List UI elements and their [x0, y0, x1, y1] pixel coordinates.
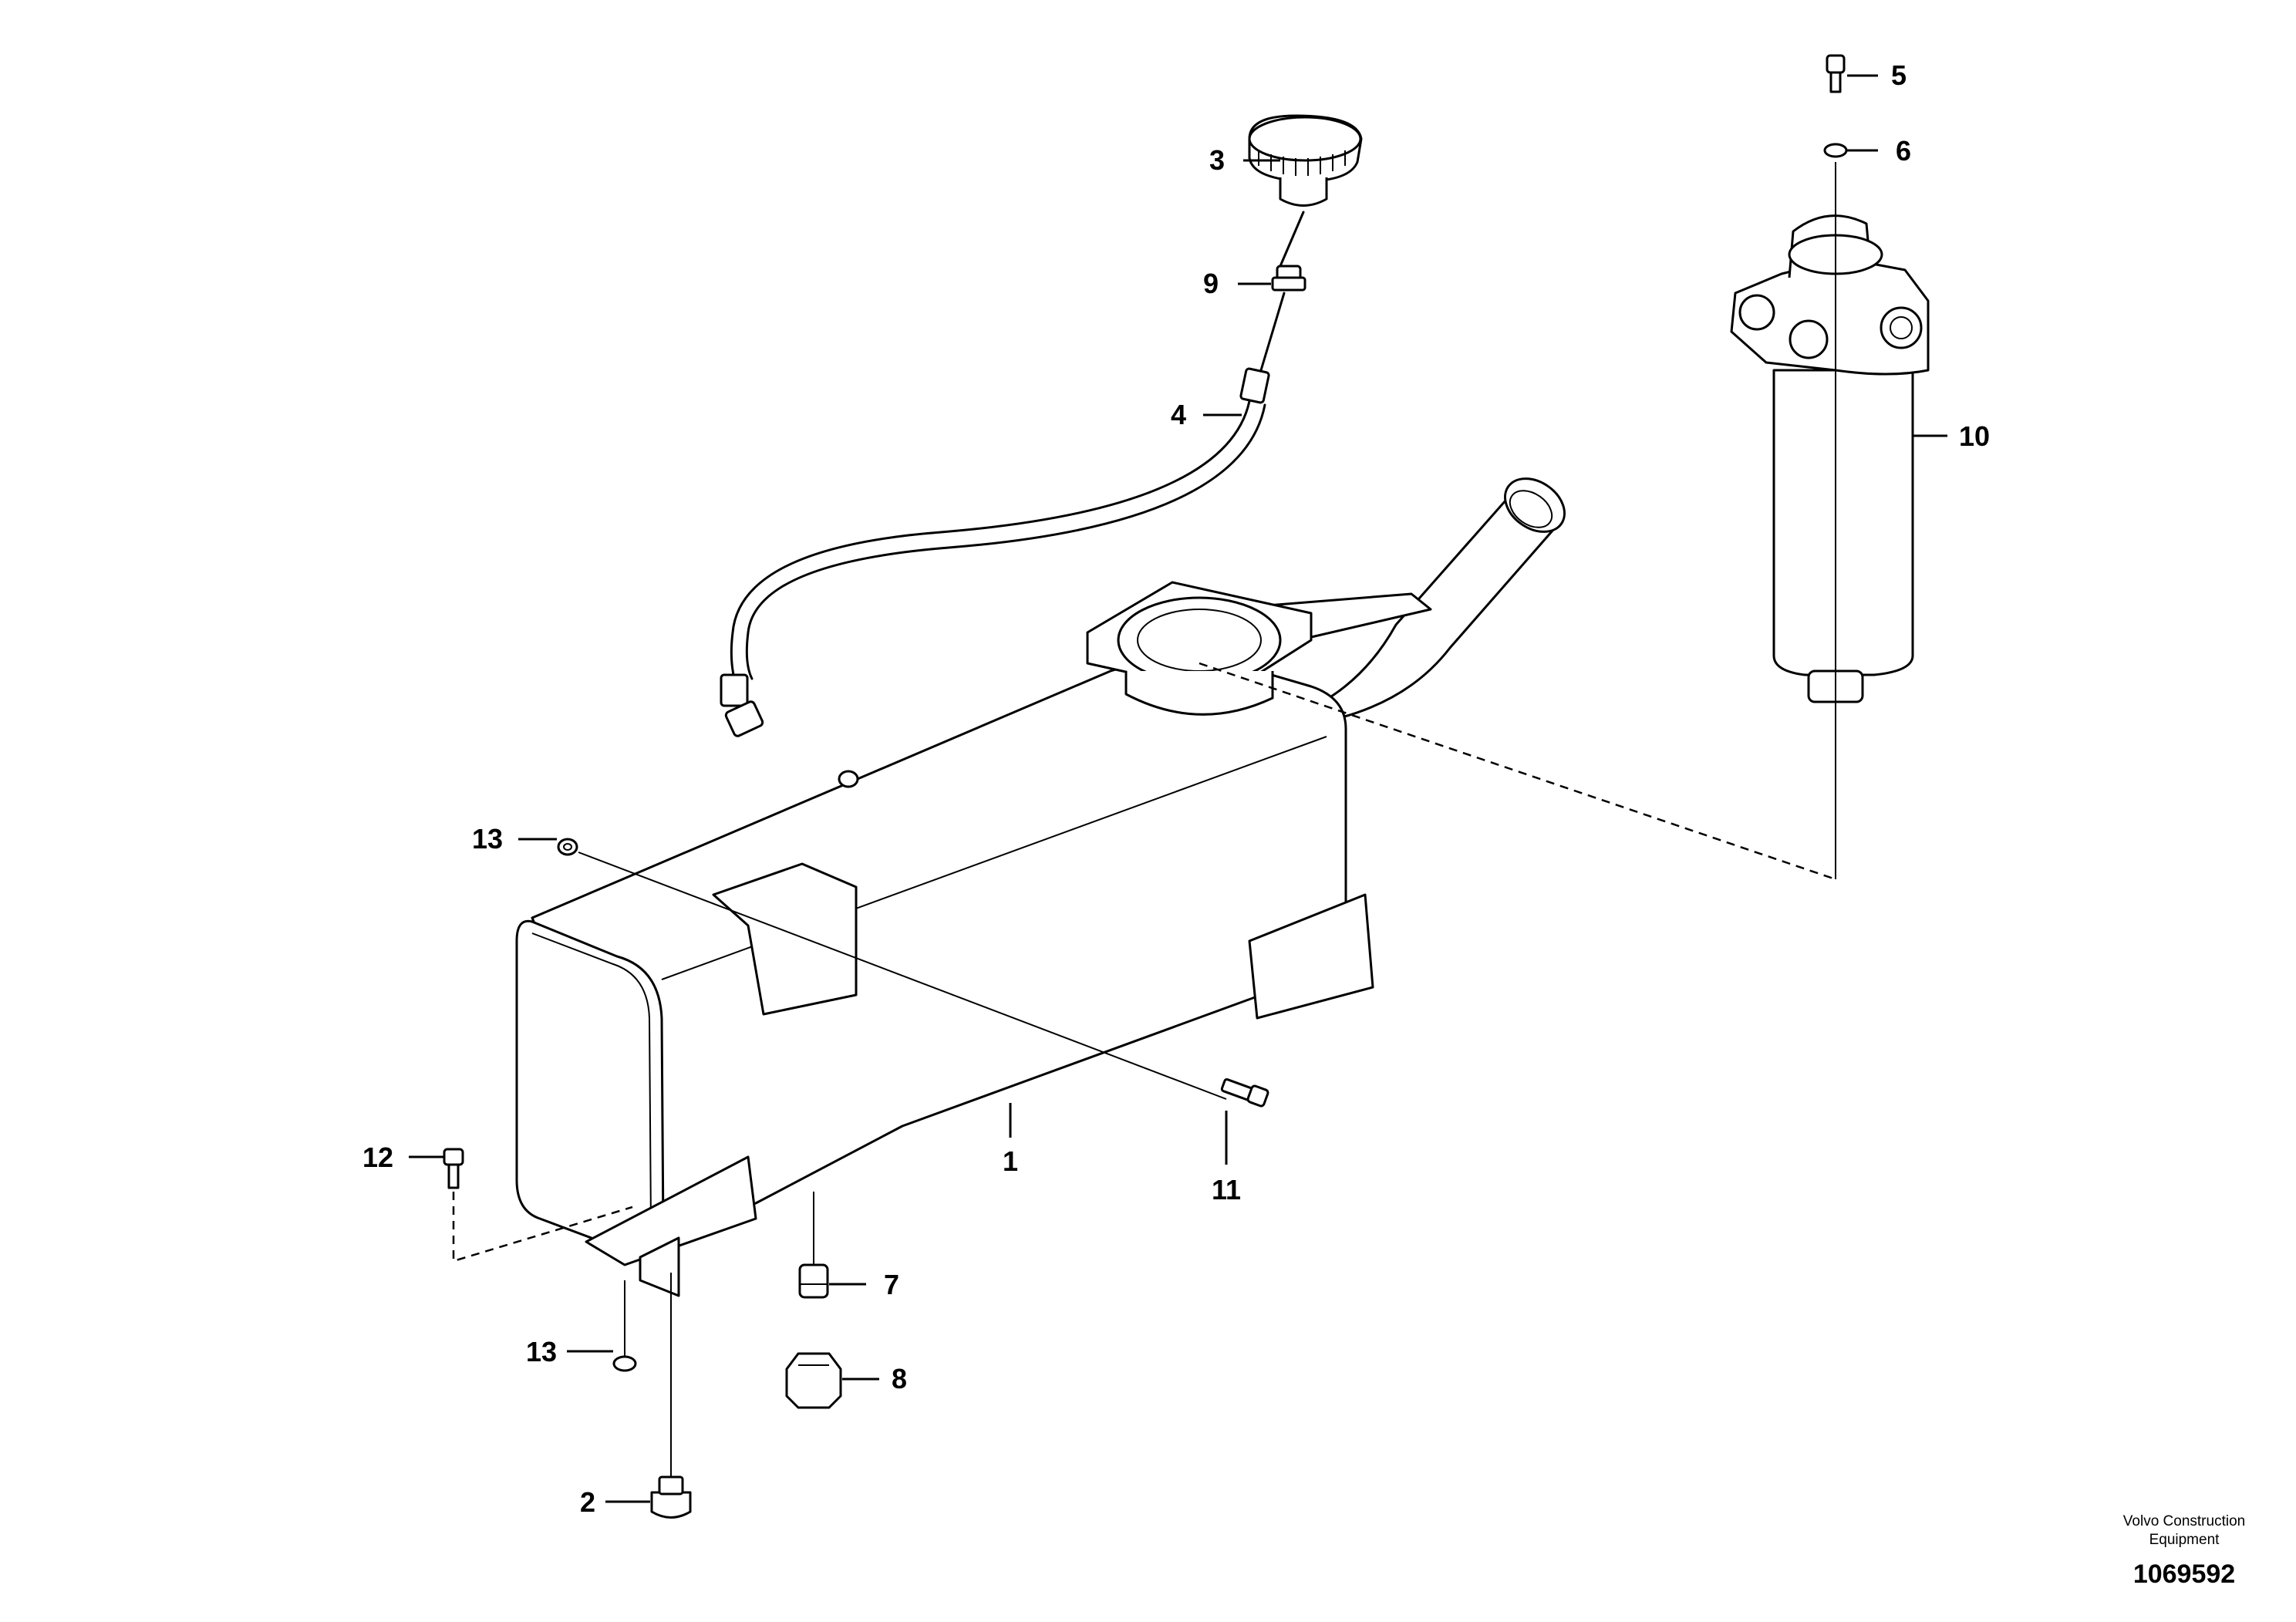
callout-8: 8: [892, 1363, 907, 1394]
plug-part-2: [650, 1475, 692, 1519]
company-name-line1: Volvo Construction: [2123, 1513, 2245, 1529]
breather-cap-part-3: [1248, 114, 1363, 207]
assembly-line-bolt-12: [452, 1192, 633, 1263]
nut-part-13-upper: [557, 838, 578, 856]
callout-9: 9: [1203, 268, 1219, 299]
cap-nut-part-8: [785, 1352, 842, 1409]
screw-part-5: [1826, 54, 1846, 93]
callout-1: 1: [1003, 1145, 1018, 1177]
callout-13-lower: 13: [526, 1336, 557, 1367]
adapter-part-9: [1271, 265, 1306, 292]
callout-5: 5: [1891, 59, 1907, 91]
callout-12: 12: [362, 1141, 393, 1173]
callout-2: 2: [580, 1486, 595, 1518]
company-name-line2: Equipment: [2149, 1532, 2220, 1548]
document-number: 1069592: [2133, 1560, 2235, 1589]
hydraulic-tank: [515, 477, 1566, 1297]
callout-6: 6: [1896, 135, 1911, 167]
callout-4: 4: [1171, 399, 1186, 430]
callout-13-upper: 13: [472, 823, 503, 855]
washer-part-6: [1823, 143, 1848, 158]
bolt-part-12: [443, 1148, 464, 1189]
hose-part-4: [720, 211, 1305, 737]
bolt-part-11: [1220, 1077, 1269, 1108]
callout-3: 3: [1209, 144, 1225, 176]
callout-11: 11: [1212, 1174, 1241, 1206]
assembly-line-filter: [1199, 662, 1836, 881]
adapter-part-7: [798, 1263, 829, 1299]
return-filter-part-10: [1730, 214, 1930, 703]
callout-leaders: [409, 74, 1947, 1503]
callout-7: 7: [884, 1269, 899, 1300]
callout-10: 10: [1959, 420, 1990, 452]
nut-part-13-lower: [612, 1355, 637, 1372]
